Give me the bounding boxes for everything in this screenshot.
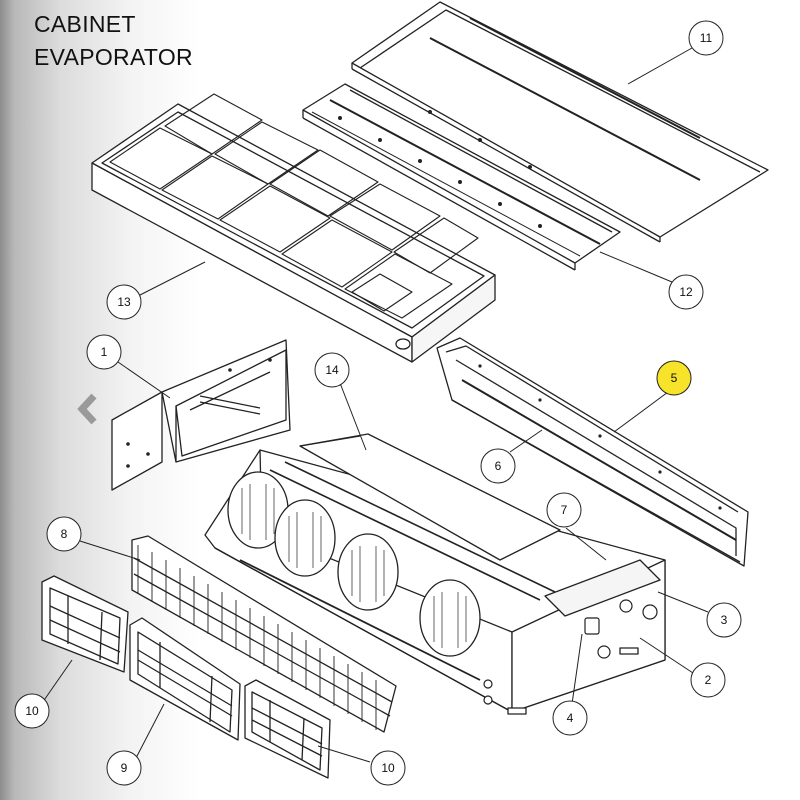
chevron-left-icon[interactable] — [74, 392, 100, 426]
callout-3-label: 3 — [721, 613, 728, 627]
title-line-2: EVAPORATOR — [34, 44, 193, 70]
callout-14: 14 — [314, 352, 350, 388]
part-13-drain-pan — [91, 93, 496, 363]
callout-11-label: 11 — [700, 31, 713, 45]
part-9-filter-frame-center — [129, 617, 241, 741]
part-10-filter-frame-left — [41, 575, 129, 673]
callout-6-label: 6 — [495, 459, 502, 473]
callout-13: 13 — [106, 284, 142, 320]
callout-8-label: 8 — [61, 527, 68, 541]
callout-8: 8 — [46, 516, 82, 552]
callout-12: 12 — [668, 274, 704, 310]
part-8-return-grille — [131, 535, 397, 733]
callout-9: 9 — [106, 750, 142, 786]
callout-bubbles: 11 12 13 1 14 5 — [14, 20, 742, 786]
callout-10-left-label: 10 — [25, 704, 39, 718]
title-line-1: CABINET — [34, 11, 136, 37]
callout-1: 1 — [86, 334, 122, 370]
callout-1-label: 1 — [101, 345, 108, 359]
chassis-with-blowers — [204, 433, 666, 715]
part-6-filter-rail — [436, 337, 749, 567]
callout-6: 6 — [480, 448, 516, 484]
part-12-inner-panel — [302, 83, 621, 271]
callout-10-left: 10 — [14, 693, 50, 729]
callout-4: 4 — [552, 700, 588, 736]
part-10-filter-frame-right — [244, 679, 331, 779]
blower-wheels — [227, 471, 481, 657]
callout-14-label: 14 — [325, 363, 339, 377]
callout-4-label: 4 — [567, 711, 574, 725]
callout-5-label: 5 — [671, 371, 678, 385]
part-11-top-cover — [351, 1, 769, 243]
callout-10-right: 10 — [370, 750, 406, 786]
leader-lines — [39, 47, 709, 763]
callout-12-label: 12 — [679, 285, 693, 299]
callout-13-label: 13 — [117, 295, 131, 309]
callout-11: 11 — [688, 20, 724, 56]
callout-10-right-label: 10 — [381, 761, 395, 775]
callout-5-highlighted: 5 — [656, 360, 692, 396]
part-1-side-bracket — [111, 339, 291, 491]
callout-7: 7 — [546, 492, 582, 528]
callout-3: 3 — [706, 602, 742, 638]
diagram-title: CABINET EVAPORATOR — [34, 8, 193, 74]
callout-7-label: 7 — [561, 503, 568, 517]
callout-2: 2 — [690, 662, 726, 698]
callout-9-label: 9 — [121, 761, 128, 775]
callout-2-label: 2 — [705, 673, 712, 687]
